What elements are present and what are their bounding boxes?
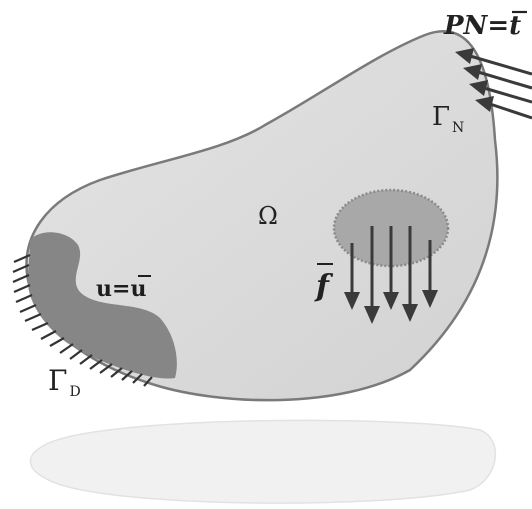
- displacement-lhs: u=: [96, 276, 130, 302]
- dirichlet-region: [27, 232, 177, 379]
- dirichlet-gamma: Γ: [48, 364, 67, 397]
- dirichlet-hatching: [12, 253, 153, 387]
- neumann-sub: N: [452, 120, 464, 136]
- body-force-arrows: [344, 226, 438, 324]
- displacement-label: u=u: [96, 276, 146, 302]
- traction-label: PN=t: [443, 11, 521, 41]
- dirichlet-sub: D: [69, 384, 80, 400]
- traction-lhs: PN=: [443, 11, 509, 41]
- domain-body: [25, 30, 499, 402]
- displacement-rhs: u: [130, 276, 146, 302]
- traction-arrows: [455, 48, 532, 120]
- domain-label: Ω: [258, 202, 278, 230]
- traction-t: t: [509, 11, 521, 41]
- ground-shadow: [29, 419, 497, 504]
- neumann-gamma: Γ: [432, 102, 450, 132]
